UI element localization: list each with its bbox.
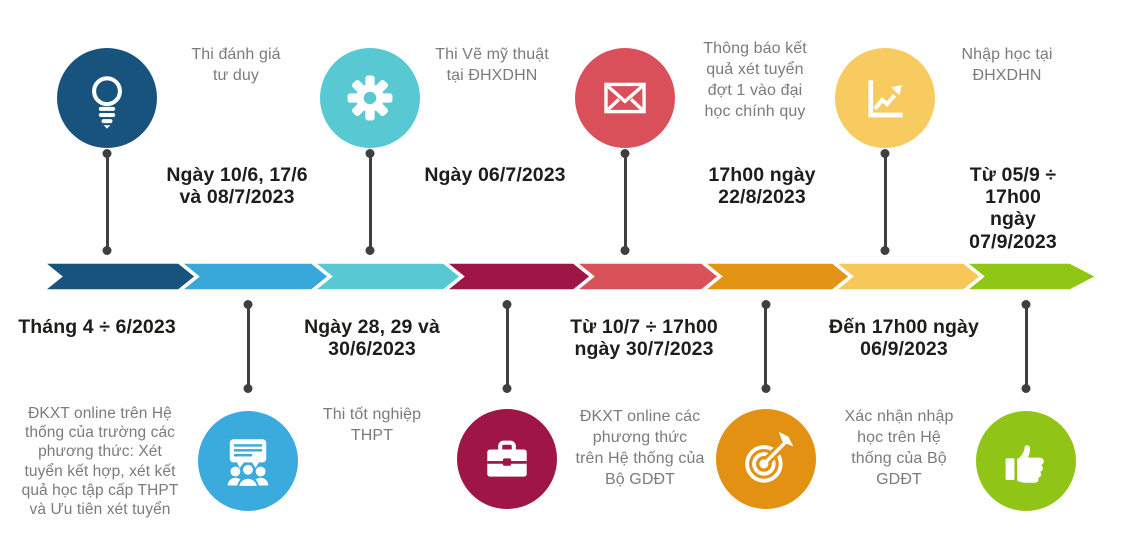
event-date: Từ 05/9 ÷ 17h00 ngày 07/9/2023: [969, 164, 1057, 253]
event-date: Từ 10/7 ÷ 17h00 ngày 30/7/2023: [570, 316, 718, 361]
event-circle: [457, 409, 557, 509]
connector-line: [883, 153, 887, 251]
thumbs-up-icon: [1005, 445, 1044, 483]
timeline-segment-3: [307, 260, 465, 293]
timeline-segment-7: [828, 260, 985, 293]
connector-line: [368, 153, 372, 251]
event-title: Thông báo kết quả xét tuyển đợt 1 vào đạ…: [703, 40, 807, 121]
connector-line: [105, 153, 109, 251]
connector-line: [623, 153, 627, 251]
connector-line: [1024, 304, 1028, 389]
event-date: Đến 17h00 ngày 06/9/2023: [829, 316, 979, 361]
event-date: Ngày 28, 29 và 30/6/2023: [304, 316, 440, 361]
event-title: Thi đánh giá tư duy: [191, 46, 281, 85]
event-circle: [575, 48, 675, 148]
event-circle: [198, 411, 298, 511]
target-icon: [745, 431, 795, 483]
timeline-segment-8: [959, 260, 1102, 293]
event-description: ĐKXT online các phương thức trên Hệ thốn…: [575, 408, 705, 489]
event-circle: [57, 48, 157, 148]
envelope-icon: [604, 82, 646, 114]
event-date: Ngày 10/6, 17/6 và 08/7/2023: [166, 164, 308, 209]
event-circle: [976, 411, 1076, 511]
event-date: Ngày 06/7/2023: [424, 164, 566, 186]
chat-group-icon: [227, 439, 269, 488]
connector-line: [246, 304, 250, 389]
event-title: Nhập học tại ĐHXDHN: [961, 46, 1053, 85]
timeline-segment-5: [569, 260, 723, 293]
event-circle: [716, 409, 816, 509]
event-description: ĐKXT online trên Hệ thống của trường các…: [21, 405, 179, 519]
event-description: Thi tốt nghiệp THPT: [322, 406, 422, 445]
event-circle: [320, 48, 420, 148]
event-date: Tháng 4 ÷ 6/2023: [18, 316, 176, 338]
gear-icon: [347, 75, 393, 121]
timeline-segment-2: [174, 260, 333, 293]
briefcase-icon: [487, 440, 527, 477]
line-chart-icon: [868, 80, 903, 118]
lightbulb-icon: [92, 76, 122, 129]
event-title: Thi Vẽ mỹ thuật tại ĐHXDHN: [435, 46, 549, 85]
event-date: 17h00 ngày 22/8/2023: [708, 164, 816, 209]
connector-line: [764, 304, 767, 389]
event-description: Xác nhận nhập học trên Hệ thống của Bộ G…: [844, 408, 954, 489]
timeline-segment-1: [37, 260, 200, 293]
timeline-segment-4: [439, 260, 595, 293]
timeline-segment-6: [697, 260, 854, 293]
event-circle: [835, 48, 935, 148]
connector-line: [505, 304, 509, 389]
